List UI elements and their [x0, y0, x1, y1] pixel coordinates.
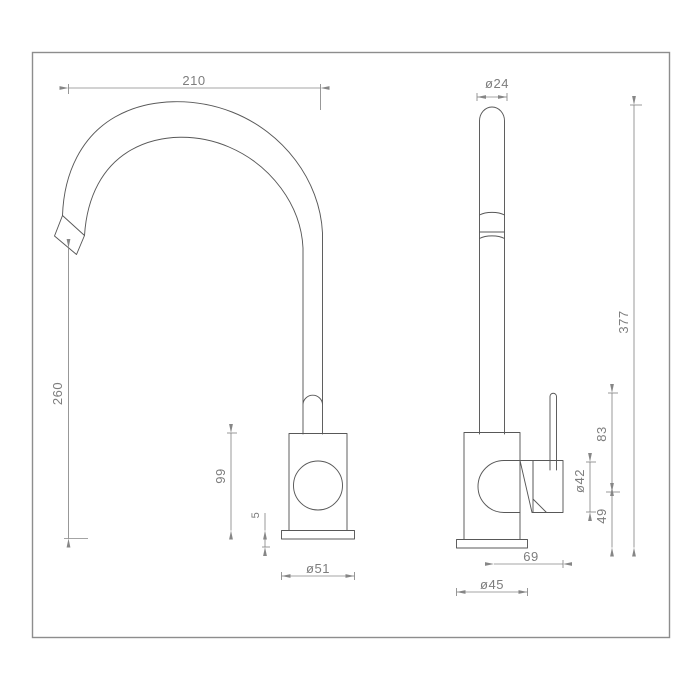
dimension-377-label: 377 — [616, 310, 631, 333]
dimension-210-label: 210 — [182, 73, 205, 88]
dimension-260-label: 260 — [50, 382, 65, 405]
dimension-49-label: 49 — [594, 508, 609, 523]
dimension-d51: ø51 — [281, 561, 355, 580]
dimension-5-label: 5 — [250, 512, 262, 519]
dimension-377: 377 — [616, 96, 642, 557]
dimension-83: 83 — [594, 384, 618, 496]
dimension-210: 210 — [59, 73, 330, 110]
dimension-d24: ø24 — [476, 76, 509, 101]
side-view-part — [456, 106, 564, 549]
dimension-99: 99 — [213, 424, 237, 540]
dimension-69-label: 69 — [523, 549, 538, 564]
dimension-d45-label: ø45 — [480, 577, 504, 592]
dimension-d42: ø42 — [572, 453, 596, 521]
dimension-5: 5 — [250, 512, 270, 556]
dimension-d42-label: ø42 — [572, 469, 587, 493]
dimension-260: 260 — [50, 239, 88, 548]
dimension-83-label: 83 — [594, 426, 609, 441]
dimension-49: 49 — [594, 483, 620, 557]
dimension-69: 69 — [485, 549, 572, 568]
dimension-d45: ø45 — [456, 577, 528, 596]
dimension-d51-label: ø51 — [306, 561, 330, 576]
drawing-frame — [31, 51, 671, 639]
front-view-part — [54, 101, 355, 540]
dimension-99-label: 99 — [213, 468, 228, 483]
dimension-d24-label: ø24 — [485, 76, 509, 91]
